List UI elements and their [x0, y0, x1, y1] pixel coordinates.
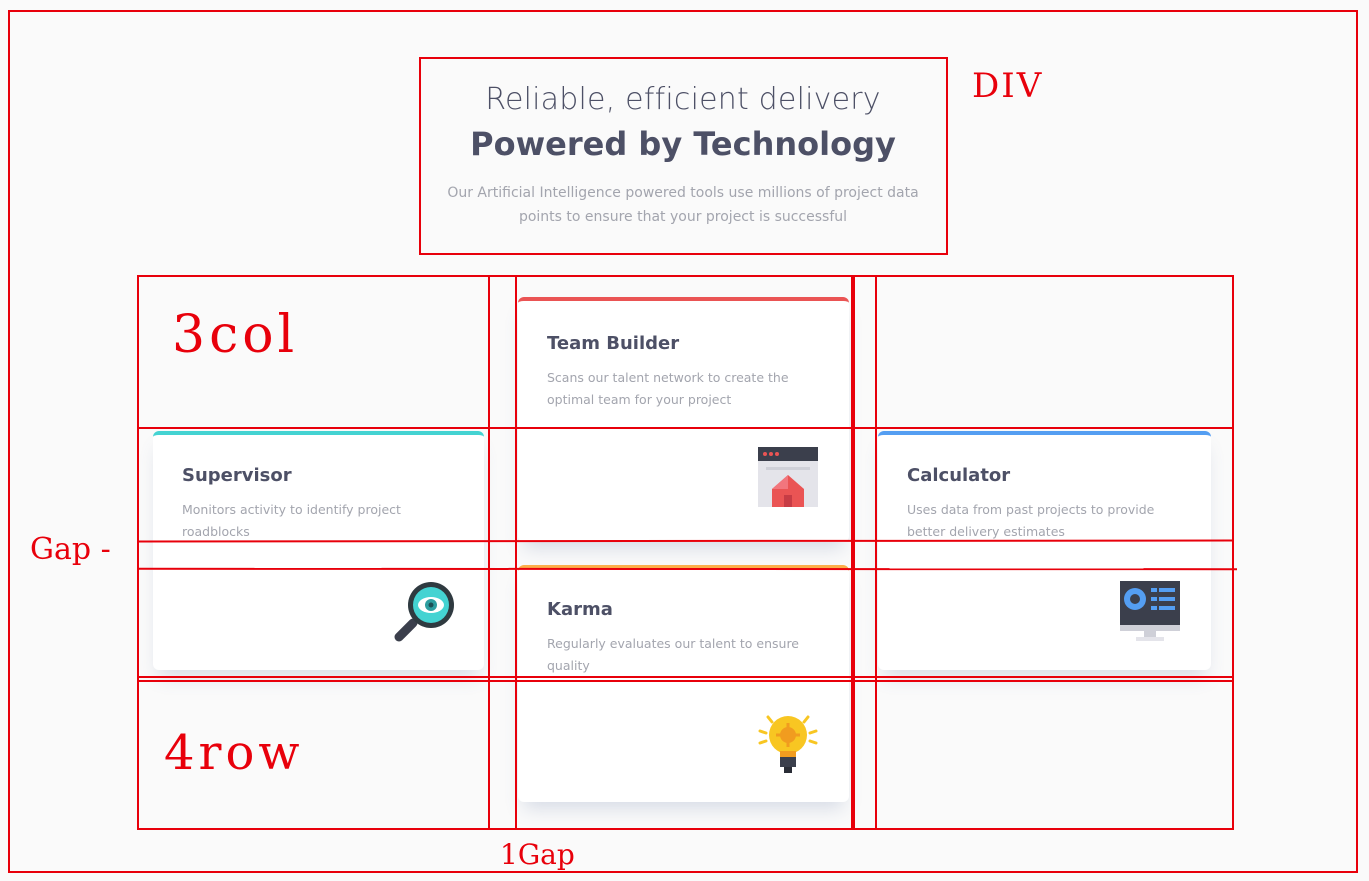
- card-karma: Karma Regularly evaluates our talent to …: [518, 565, 849, 802]
- card-description: Uses data from past projects to provide …: [907, 502, 1155, 539]
- card-calculator: Calculator Uses data from past projects …: [878, 431, 1211, 670]
- lightbulb-icon: [756, 711, 820, 779]
- card-title: Supervisor: [182, 465, 292, 486]
- annotation-col-3: [851, 275, 877, 830]
- annotation-label-cols: 3col: [172, 305, 299, 365]
- annotation-outer-frame: [8, 10, 1358, 873]
- header-title-light: Reliable, efficient delivery: [485, 82, 881, 117]
- card-title: Calculator: [907, 465, 1011, 486]
- card-team-builder: Team Builder Scans our talent network to…: [518, 297, 849, 542]
- card-description: Monitors activity to identify project ro…: [182, 502, 401, 539]
- card-title: Team Builder: [547, 333, 680, 354]
- annotation-col-2: [515, 275, 855, 830]
- annotation-label-div: DIV: [972, 66, 1044, 106]
- team-builder-icon: [756, 445, 820, 513]
- header-description: Our Artificial Intelligence powered tool…: [447, 185, 919, 225]
- annotation-row-line-1: [137, 427, 1234, 429]
- header-title-bold: Powered by Technology: [470, 125, 896, 163]
- annotation-gap-line-2: [136, 567, 1238, 571]
- calculator-monitor-icon: [1118, 579, 1182, 647]
- magnifier-icon: [393, 579, 459, 647]
- card-description: Regularly evaluates our talent to ensure…: [547, 636, 799, 673]
- annotation-label-gap-left: Gap -: [30, 532, 111, 567]
- card-supervisor: Supervisor Monitors activity to identify…: [153, 431, 484, 670]
- annotation-label-rows: 4row: [164, 725, 304, 781]
- annotation-div-box: [419, 57, 948, 255]
- annotation-col-1: [137, 275, 490, 830]
- card-title: Karma: [547, 599, 613, 620]
- annotation-row-line-2: [137, 676, 1234, 678]
- annotation-label-gap-bottom: 1Gap: [500, 838, 575, 871]
- card-description: Scans our talent network to create the o…: [547, 370, 789, 407]
- section-header: Reliable, efficient delivery Powered by …: [420, 58, 946, 229]
- annotation-row-line-3: [137, 680, 1234, 682]
